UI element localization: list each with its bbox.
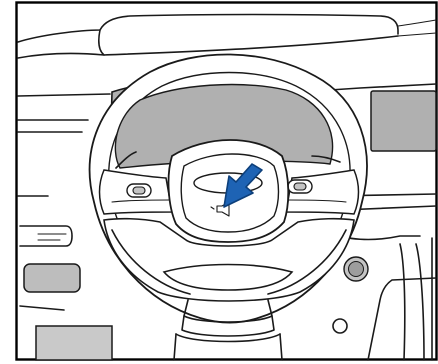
left-spoke-switch-icon (133, 187, 145, 194)
upper-dash-panel (18, 15, 436, 59)
left-vent (20, 226, 80, 310)
center-display (371, 91, 436, 151)
right-spoke-switch-icon (294, 183, 306, 190)
small-button-icon (333, 319, 347, 333)
lower-panel (36, 326, 112, 360)
right-lower-console (330, 232, 436, 360)
left-air-outlet (24, 264, 80, 292)
